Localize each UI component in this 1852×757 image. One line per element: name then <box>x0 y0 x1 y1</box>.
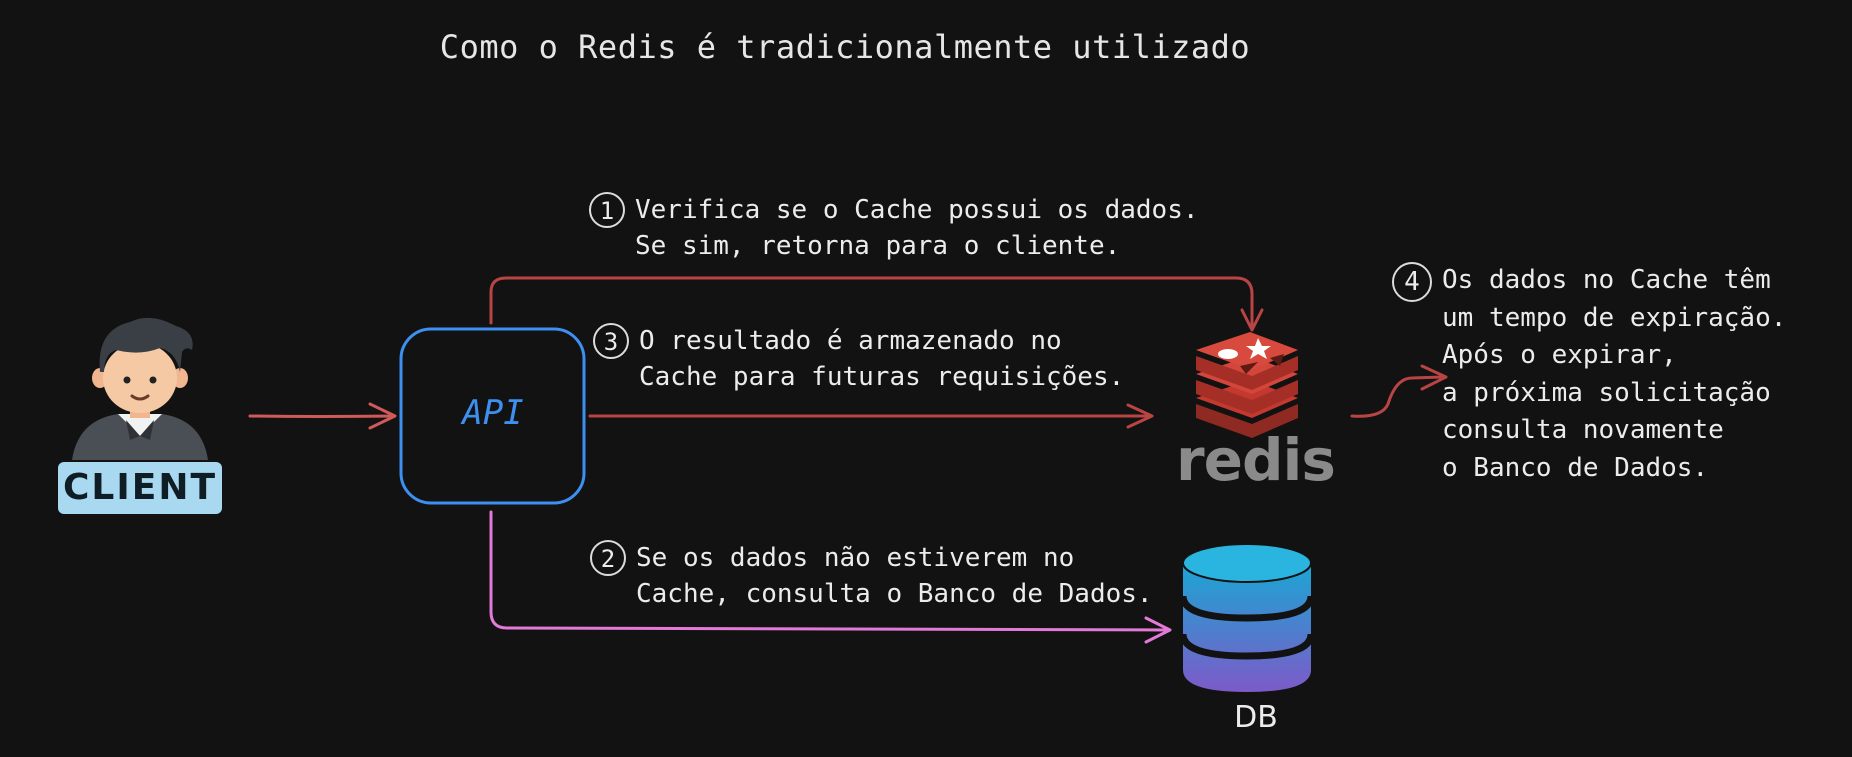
step-1-line-2: Se sim, retorna para o cliente. <box>635 231 1121 261</box>
api-box <box>399 327 586 505</box>
step-3-line-1: O resultado é armazenado no <box>639 326 1062 356</box>
db-label: DB <box>1234 700 1278 735</box>
step-4-note: 4 Os dados no Cache têm um tempo de expira… <box>1392 262 1786 487</box>
diagram-title: Como o Redis é tradicionalmente utilizad… <box>439 28 1251 66</box>
arrow-api-to-cache-check <box>489 276 1264 332</box>
api-label: API <box>462 393 524 433</box>
step-2-line-1: Se os dados não estiverem no <box>636 543 1075 573</box>
step-4-line-4: a próxima solicitação <box>1442 377 1771 408</box>
arrow-cache-to-expiration <box>1350 364 1448 418</box>
step-3-number-badge: 3 <box>593 323 629 359</box>
step-4-line-6: o Banco de Dados. <box>1442 452 1709 483</box>
client-person-icon <box>72 317 208 460</box>
arrow-client-to-api <box>248 402 397 430</box>
step-4-line-2: um tempo de expiração. <box>1442 302 1787 333</box>
arrow-api-to-db <box>489 510 1172 644</box>
step-1-number-badge: 1 <box>589 192 625 228</box>
step-1-note: 1 Verifica se o Cache possui os dados. Se … <box>589 192 1199 264</box>
step-4-line-3: Após o expirar, <box>1442 340 1677 370</box>
database-icon <box>1179 543 1315 692</box>
step-3-note: 3 O resultado é armazenado no Cache para f… <box>593 323 1124 395</box>
step-3-line-2: Cache para futuras requisições. <box>639 362 1125 392</box>
step-1-line-1: Verifica se o Cache possui os dados. <box>635 195 1199 225</box>
step-4-number-badge: 4 <box>1392 262 1432 302</box>
arrow-api-to-cache-store <box>588 403 1154 429</box>
redis-label: redis <box>1176 426 1336 494</box>
step-4-line-5: consulta novamente <box>1442 415 1724 445</box>
step-4-line-1: Os dados no Cache têm <box>1442 265 1771 295</box>
step-2-number-badge: 2 <box>590 540 626 576</box>
client-label: CLIENT <box>58 462 222 514</box>
step-2-note: 2 Se os dados não estiverem no Cache, cons… <box>590 540 1153 612</box>
step-2-line-2: Cache, consulta o Banco de Dados. <box>636 579 1153 609</box>
redis-logo-icon <box>1196 332 1298 438</box>
